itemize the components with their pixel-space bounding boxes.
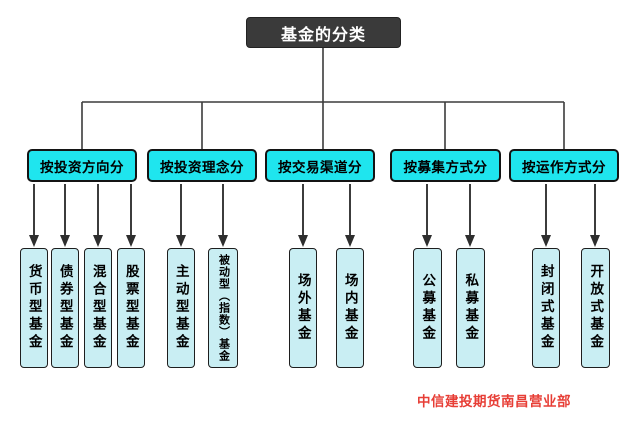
leaf-box-currency-fund: 货币型基金 bbox=[20, 248, 48, 368]
leaf-label: 公募基金 bbox=[420, 273, 436, 343]
leaf-box-closed-end-fund: 封闭式基金 bbox=[532, 248, 560, 368]
leaf-label: 封闭式基金 bbox=[538, 264, 554, 352]
leaf-arrow-heads bbox=[29, 235, 600, 247]
leaf-label: 主动型基金 bbox=[173, 264, 189, 352]
leaf-box-otc-fund: 场外基金 bbox=[289, 248, 317, 368]
branch-watermark: 中信建投期货南昌营业部 bbox=[417, 394, 571, 409]
leaf-arrow-shafts bbox=[33, 184, 596, 236]
leaf-box-passive-index-fund: 被动型（指数）基金 bbox=[208, 248, 238, 368]
leaf-box-stock-fund: 股票型基金 bbox=[117, 248, 145, 368]
category-box-by-operation-mode: 按运作方式分 bbox=[509, 149, 619, 182]
root-node: 基金的分类 bbox=[246, 17, 401, 48]
leaf-box-active-fund: 主动型基金 bbox=[167, 248, 195, 368]
category-box-by-investment-philosophy: 按投资理念分 bbox=[147, 149, 257, 182]
leaf-label: 债券型基金 bbox=[57, 264, 73, 352]
leaf-box-public-fund: 公募基金 bbox=[413, 248, 442, 368]
category-box-by-fundraising-method: 按募集方式分 bbox=[390, 149, 501, 182]
leaf-label: 私募基金 bbox=[463, 273, 479, 343]
leaf-label: 场内基金 bbox=[342, 273, 358, 343]
leaf-label: 被动型（指数）基金 bbox=[217, 254, 230, 362]
leaf-label: 开放式基金 bbox=[588, 264, 604, 352]
leaf-label: 股票型基金 bbox=[123, 264, 139, 352]
category-box-by-investment-direction: 按投资方向分 bbox=[27, 149, 137, 182]
leaf-box-bond-fund: 债券型基金 bbox=[51, 248, 79, 368]
leaf-label: 混合型基金 bbox=[90, 264, 106, 352]
leaf-label: 货币型基金 bbox=[26, 264, 42, 352]
leaf-label: 场外基金 bbox=[295, 273, 311, 343]
leaf-box-open-end-fund: 开放式基金 bbox=[581, 248, 610, 368]
leaf-box-hybrid-fund: 混合型基金 bbox=[84, 248, 112, 368]
category-box-by-trading-channel: 按交易渠道分 bbox=[265, 149, 375, 182]
leaf-box-private-fund: 私募基金 bbox=[456, 248, 485, 368]
leaf-box-exchange-fund: 场内基金 bbox=[336, 248, 364, 368]
